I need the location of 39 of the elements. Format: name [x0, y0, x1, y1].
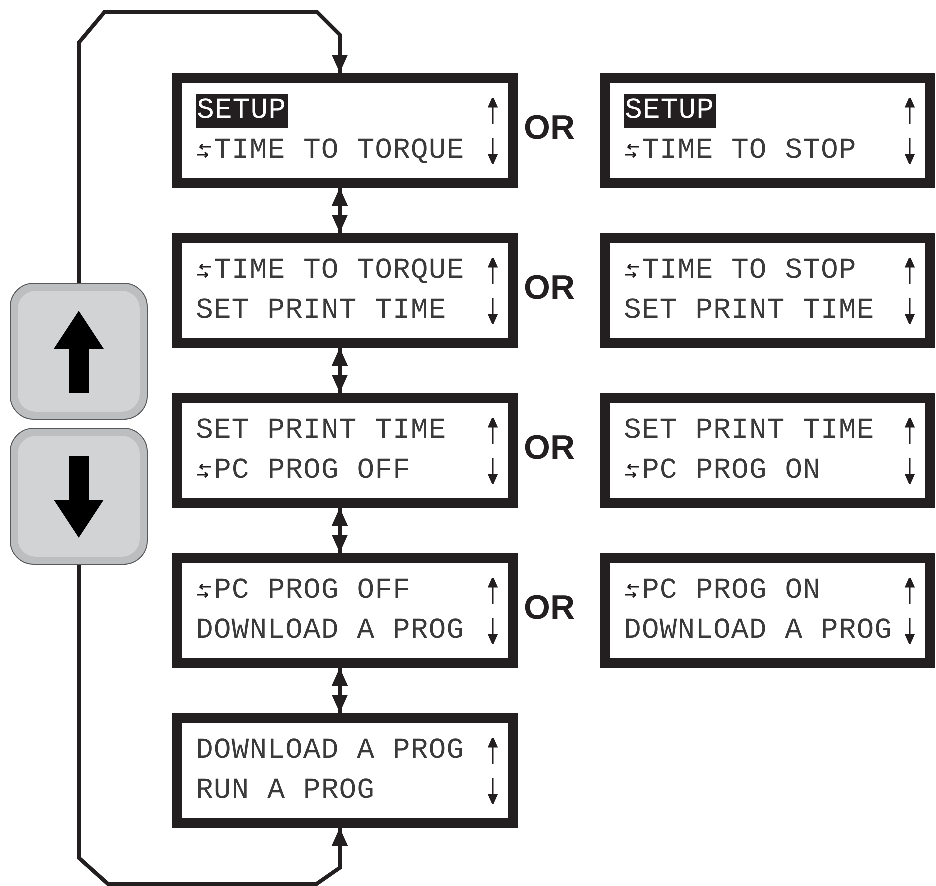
lcd-display-screen: [172, 393, 518, 508]
lcd-display-screen: [600, 553, 935, 668]
menu-item-text: SET PRINT TIME: [624, 414, 875, 448]
menu-item-text: DOWNLOAD A PROG: [624, 614, 893, 648]
menu-item-text: TIME TO STOP: [642, 254, 857, 288]
menu-item-text: DOWNLOAD A PROG: [196, 734, 465, 768]
lcd-display-screen: [172, 713, 518, 828]
arrow: [77, 565, 348, 886]
menu-item-text: SET PRINT TIME: [624, 294, 875, 328]
menu-item-text: TIME TO STOP: [642, 134, 857, 168]
highlighted-menu-title: SETUP: [196, 94, 288, 128]
arrow: [332, 668, 348, 713]
or-label: OR: [524, 428, 575, 468]
menu-item-text: PC PROG OFF: [214, 574, 411, 608]
arrow: [332, 508, 348, 553]
arrow: [332, 348, 348, 393]
or-label: OR: [524, 588, 575, 628]
arrow: [77, 10, 348, 283]
or-label: OR: [524, 108, 575, 148]
scroll-down-button: [10, 428, 148, 565]
scroll-up-button: [10, 283, 148, 420]
lcd-display-screen: [600, 233, 935, 348]
menu-item-text: TIME TO TORQUE: [214, 254, 465, 288]
menu-item-text: RUN A PROG: [196, 774, 376, 808]
menu-item-text: SET PRINT TIME: [196, 414, 447, 448]
menu-item-text: SET PRINT TIME: [196, 294, 447, 328]
highlighted-menu-title: SETUP: [624, 94, 716, 128]
menu-item-text: PC PROG ON: [642, 454, 822, 488]
lcd-display-screen: [172, 73, 518, 188]
lcd-display-screen: [172, 233, 518, 348]
or-label: OR: [524, 268, 575, 308]
menu-item-text: TIME TO TORQUE: [214, 134, 465, 168]
lcd-display-screen: [172, 553, 518, 668]
lcd-display-screen: [600, 393, 935, 508]
menu-item-text: PC PROG OFF: [214, 454, 411, 488]
arrow: [332, 188, 348, 233]
menu-item-text: DOWNLOAD A PROG: [196, 614, 465, 648]
lcd-display-screen: [600, 73, 935, 188]
menu-item-text: PC PROG ON: [642, 574, 822, 608]
